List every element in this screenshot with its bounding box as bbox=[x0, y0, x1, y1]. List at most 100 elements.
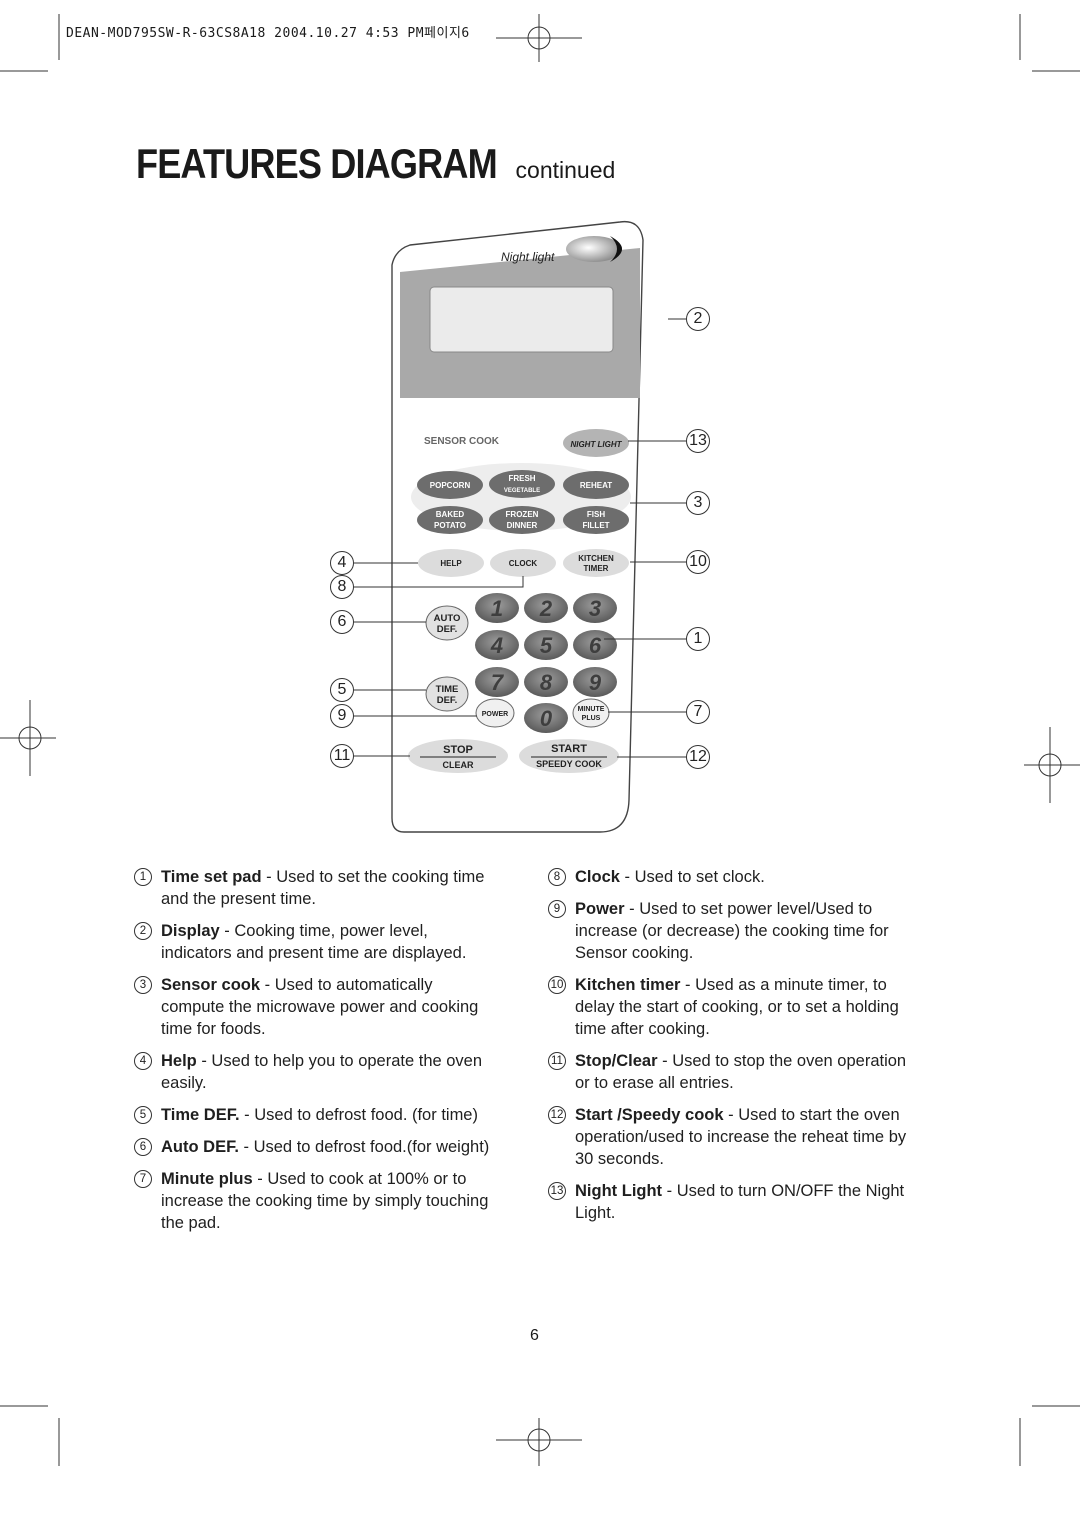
feature-number: 7 bbox=[134, 1170, 152, 1188]
feature-term: Night Light bbox=[575, 1182, 663, 1200]
digit-key-5[interactable]: 5 bbox=[524, 630, 568, 660]
night-light-lamp bbox=[566, 236, 622, 262]
svg-text:FILLET: FILLET bbox=[582, 521, 609, 530]
digit-key-9[interactable]: 9 bbox=[573, 667, 617, 697]
title-subtitle: continued bbox=[515, 157, 616, 183]
digit-key-4[interactable]: 4 bbox=[475, 630, 519, 660]
feature-term: Time set pad bbox=[161, 868, 262, 886]
callout-7: 7 bbox=[686, 700, 710, 724]
digit-key-label: 7 bbox=[491, 670, 505, 695]
feature-number: 11 bbox=[548, 1052, 566, 1070]
sensor-cook-label: SENSOR COOK bbox=[424, 436, 500, 447]
feature-term: Start /Speedy cook bbox=[575, 1106, 724, 1124]
feature-number: 2 bbox=[134, 922, 152, 940]
feature-text: - Used to turn ON/OFF the Night Light. bbox=[575, 1182, 905, 1222]
svg-text:POTATO: POTATO bbox=[434, 521, 466, 530]
reheat-button[interactable]: REHEAT bbox=[563, 471, 629, 499]
digit-key-label: 4 bbox=[490, 633, 503, 658]
feature-term: Display bbox=[161, 922, 220, 940]
stop-clear-button[interactable]: STOP CLEAR bbox=[408, 739, 508, 773]
night-light-button-label: NIGHT LIGHT bbox=[570, 440, 622, 449]
page-number: 6 bbox=[530, 1327, 539, 1344]
feature-number: 5 bbox=[134, 1106, 152, 1124]
svg-text:DEF.: DEF. bbox=[437, 624, 458, 635]
svg-text:DINNER: DINNER bbox=[507, 521, 538, 530]
digit-key-label: 5 bbox=[540, 633, 553, 658]
help-button[interactable]: HELP bbox=[418, 549, 484, 577]
feature-term: Sensor cook bbox=[161, 976, 261, 994]
feature-term: Stop/Clear bbox=[575, 1052, 658, 1070]
feature-number: 13 bbox=[548, 1182, 566, 1200]
clock-button[interactable]: CLOCK bbox=[490, 549, 556, 577]
digit-key-8[interactable]: 8 bbox=[524, 667, 568, 697]
digit-key-label: 1 bbox=[491, 596, 503, 621]
digit-key-0[interactable]: 0 bbox=[524, 703, 568, 733]
digit-key-2[interactable]: 2 bbox=[524, 593, 568, 623]
digit-key-1[interactable]: 1 bbox=[475, 593, 519, 623]
feature-number: 3 bbox=[134, 976, 152, 994]
svg-text:BAKED: BAKED bbox=[436, 510, 465, 519]
feature-text: - Used to stop the oven operation or to … bbox=[575, 1052, 907, 1092]
callout-10: 10 bbox=[686, 550, 710, 574]
digit-key-label: 2 bbox=[539, 596, 553, 621]
popcorn-button[interactable]: POPCORN bbox=[417, 471, 483, 499]
callout-8: 8 bbox=[330, 575, 354, 599]
svg-text:CLOCK: CLOCK bbox=[509, 559, 538, 568]
start-speedy-cook-button[interactable]: START SPEEDY COOK bbox=[519, 739, 619, 773]
callout-5: 5 bbox=[330, 678, 354, 702]
feature-term: Help bbox=[161, 1052, 197, 1070]
feature-number: 12 bbox=[548, 1106, 566, 1124]
svg-text:TIMER: TIMER bbox=[584, 564, 609, 573]
svg-text:AUTO: AUTO bbox=[434, 613, 461, 624]
svg-text:SPEEDY COOK: SPEEDY COOK bbox=[536, 759, 602, 769]
page-title: FEATURES DIAGRAM continued bbox=[136, 140, 615, 188]
feature-number: 6 bbox=[134, 1138, 152, 1156]
night-light-button[interactable]: NIGHT LIGHT bbox=[563, 429, 629, 457]
feature-number: 10 bbox=[548, 976, 566, 994]
digit-key-label: 9 bbox=[589, 670, 602, 695]
digit-key-label: 6 bbox=[589, 633, 602, 658]
power-button[interactable]: POWER bbox=[475, 698, 515, 728]
digit-key-3[interactable]: 3 bbox=[573, 593, 617, 623]
digit-key-label: 3 bbox=[589, 596, 601, 621]
feature-number: 4 bbox=[134, 1052, 152, 1070]
feature-term: Power bbox=[575, 900, 625, 918]
digit-key-6[interactable]: 6 bbox=[573, 630, 617, 660]
digit-key-7[interactable]: 7 bbox=[475, 667, 519, 697]
feature-text: - Used to help you to operate the oven e… bbox=[161, 1052, 483, 1092]
svg-text:POPCORN: POPCORN bbox=[430, 481, 471, 490]
svg-text:DEF.: DEF. bbox=[437, 695, 458, 706]
digit-key-label: 8 bbox=[540, 670, 553, 695]
svg-text:CLEAR: CLEAR bbox=[443, 760, 474, 770]
svg-text:FISH: FISH bbox=[587, 510, 605, 519]
fish-fillet-button[interactable]: FISH FILLET bbox=[563, 506, 629, 534]
callout-11: 11 bbox=[330, 744, 354, 768]
feature-text: - Used to cook at 100% or to increase th… bbox=[161, 1170, 489, 1232]
callout-6: 6 bbox=[330, 610, 354, 634]
feature-number: 1 bbox=[134, 868, 152, 886]
title-main: FEATURES DIAGRAM bbox=[136, 140, 498, 187]
callout-4: 4 bbox=[330, 551, 354, 575]
feature-term: Time DEF. bbox=[161, 1106, 240, 1124]
baked-potato-button[interactable]: BAKED POTATO bbox=[417, 506, 483, 534]
svg-text:TIME: TIME bbox=[436, 684, 459, 695]
callout-12: 12 bbox=[686, 745, 710, 769]
callout-1: 1 bbox=[686, 627, 710, 651]
